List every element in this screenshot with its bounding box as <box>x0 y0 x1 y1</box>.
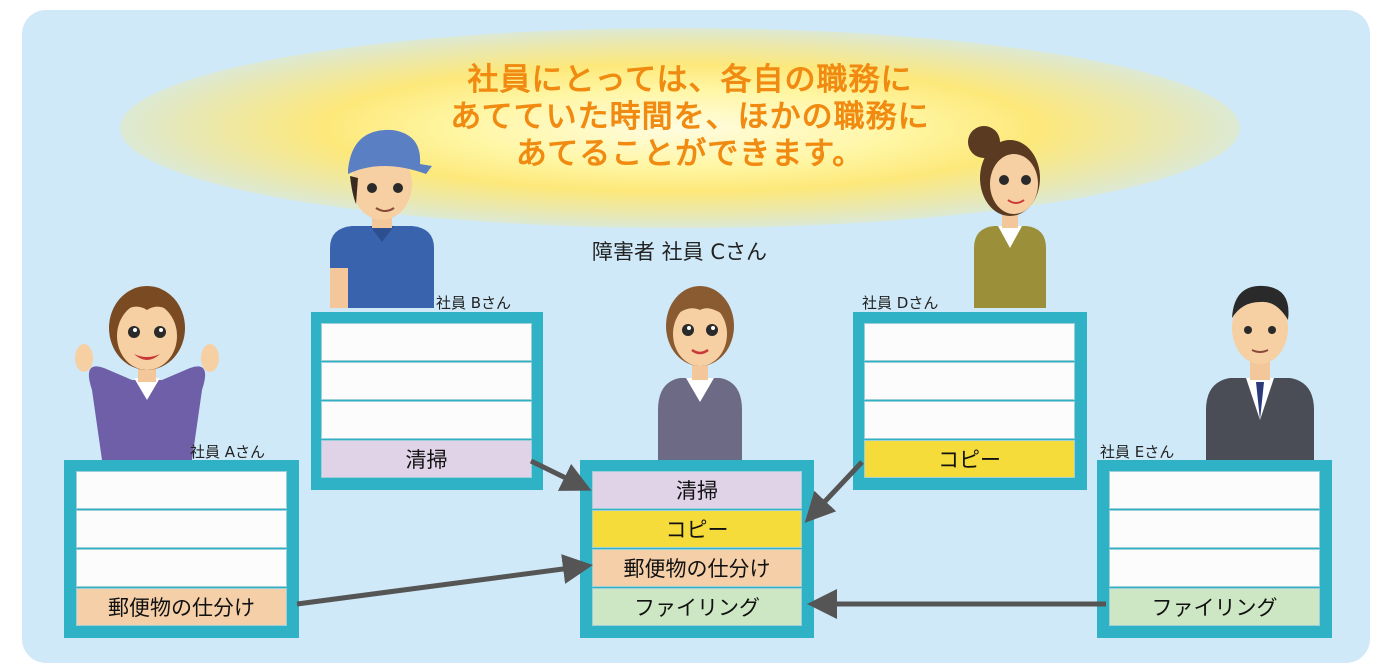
empty-task-slot <box>321 362 532 400</box>
employee-b-label: 社員 Bさん <box>436 294 512 312</box>
employee-e-label: 社員 Eさん <box>1100 443 1175 461</box>
empty-task-slot <box>1109 549 1320 587</box>
employee-d-illustration <box>968 126 1046 308</box>
employee-c-task-box: 清掃 コピー 郵便物の仕分け ファイリング <box>580 460 814 638</box>
empty-task-slot <box>76 510 287 548</box>
headline: 社員にとっては、各自の職務に あてていた時間を、ほかの職務に あてることができま… <box>380 62 1000 173</box>
empty-task-slot <box>321 323 532 361</box>
arrow-d-to-c <box>804 460 864 523</box>
employee-e-task: ファイリング <box>1109 588 1320 626</box>
headline-glow <box>120 28 1240 228</box>
headline-line-1: 社員にとっては、各自の職務に <box>467 62 913 98</box>
arrow-a-to-c <box>296 554 593 607</box>
employee-b-task: 清掃 <box>321 440 532 478</box>
employee-c-task-filing: ファイリング <box>592 588 802 626</box>
employee-a-label: 社員 Aさん <box>190 443 266 461</box>
employee-c-illustration <box>658 286 742 460</box>
employee-c-task-cleaning: 清掃 <box>592 471 802 509</box>
empty-task-slot <box>1109 510 1320 548</box>
empty-task-slot <box>76 471 287 509</box>
employee-b-task-box: 清掃 <box>311 312 543 490</box>
empty-task-slot <box>76 549 287 587</box>
employee-d-task: コピー <box>864 440 1075 478</box>
empty-task-slot <box>1109 471 1320 509</box>
employee-d-label: 社員 Dさん <box>862 294 939 312</box>
empty-task-slot <box>864 323 1075 361</box>
employee-c-task-copy: コピー <box>592 510 802 548</box>
empty-task-slot <box>864 362 1075 400</box>
headline-line-2: あてていた時間を、ほかの職務に <box>450 99 930 135</box>
employee-a-illustration <box>75 286 219 460</box>
employee-e-task-box: ファイリング <box>1097 460 1332 638</box>
empty-task-slot <box>321 401 532 439</box>
employee-a-task: 郵便物の仕分け <box>76 588 287 626</box>
employee-b-illustration <box>330 129 434 308</box>
empty-task-slot <box>864 401 1075 439</box>
employee-e-illustration <box>1206 285 1314 460</box>
arrow-b-to-c <box>529 458 592 491</box>
employee-a-task-box: 郵便物の仕分け <box>64 460 299 638</box>
employee-d-task-box: コピー <box>853 312 1087 490</box>
employee-c-label: 障害者 社員 Cさん <box>592 240 768 264</box>
employee-c-task-mail: 郵便物の仕分け <box>592 549 802 587</box>
headline-line-3: あてることができます。 <box>515 136 865 172</box>
